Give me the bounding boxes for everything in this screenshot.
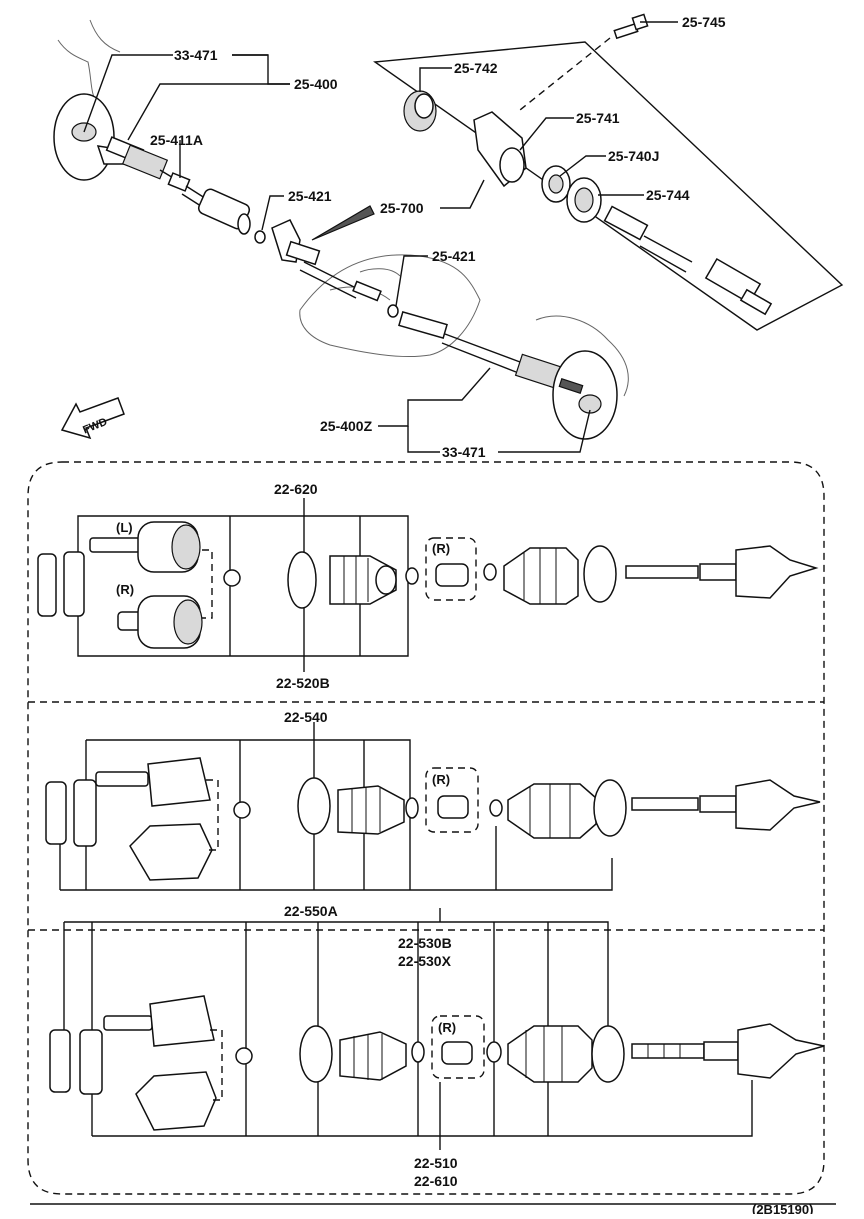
part-25740J bbox=[541, 165, 571, 203]
panel1-variant-R: (R) bbox=[116, 582, 134, 597]
bearing-bracket bbox=[271, 219, 321, 266]
grease-tube-1 bbox=[37, 553, 57, 617]
boot-3-inner bbox=[339, 1031, 407, 1081]
left-outer-boot bbox=[121, 144, 169, 180]
circlip-3 bbox=[235, 1047, 253, 1065]
label-33471-bottom: 33-471 bbox=[442, 444, 486, 460]
outer-boot-3 bbox=[507, 1025, 593, 1083]
panel-1-driveshaft-variant: 22-620 22-520B (L) (R) (R) bbox=[37, 481, 819, 691]
label-25400Z: 25-400Z bbox=[320, 418, 373, 434]
panel3-bottom-label-2: 22-610 bbox=[414, 1173, 458, 1189]
upper-exploded-view: FWD 33-471 25-400 25-411A 25-421 bbox=[53, 13, 844, 460]
outer-joint-1 bbox=[735, 545, 819, 599]
outer-joint-2 bbox=[735, 779, 821, 831]
circlip-2 bbox=[233, 801, 251, 819]
label-25742: 25-742 bbox=[454, 60, 498, 76]
label-25421-b: 25-421 bbox=[432, 248, 476, 264]
shaft-2 bbox=[631, 797, 699, 811]
panel2-bottom-label: 22-550A bbox=[284, 903, 338, 919]
damper-inset-2 bbox=[437, 795, 469, 819]
label-25744: 25-744 bbox=[646, 187, 690, 203]
left-hub-knuckle bbox=[53, 19, 129, 181]
panel3-top-label-1: 22-530B bbox=[398, 935, 452, 951]
inner-joint-3a bbox=[103, 995, 215, 1047]
label-25700: 25-700 bbox=[380, 200, 424, 216]
label-25740J: 25-740J bbox=[608, 148, 659, 164]
inner-joint-3b bbox=[135, 1071, 217, 1131]
variants-panel-border bbox=[27, 461, 825, 1195]
kit-25700-frame bbox=[373, 41, 844, 331]
bolt-25745 bbox=[613, 13, 649, 40]
panel1-inset-R: (R) bbox=[432, 541, 450, 556]
panel-2-driveshaft-variant: 22-540 22-550A (R) bbox=[45, 709, 821, 919]
outer-joint-3 bbox=[737, 1023, 825, 1079]
panel1-bottom-label: 22-520B bbox=[276, 675, 330, 691]
small-band-1 bbox=[405, 567, 419, 585]
damper-inset-1 bbox=[435, 563, 469, 587]
clip-25421-left bbox=[254, 230, 266, 244]
fwd-arrow: FWD bbox=[60, 397, 125, 440]
damper-22510 bbox=[441, 1041, 473, 1065]
inner-joint-L bbox=[89, 521, 201, 573]
kit-indicator-wedge bbox=[311, 205, 375, 241]
label-25741: 25-741 bbox=[576, 110, 620, 126]
grease-tube-5 bbox=[49, 1029, 71, 1093]
part-25742 bbox=[403, 90, 437, 132]
shaft-1 bbox=[625, 565, 699, 579]
label-25745: 25-745 bbox=[682, 14, 726, 30]
circlip-1 bbox=[223, 569, 241, 587]
outer-boot-1 bbox=[503, 547, 579, 605]
right-hub-knuckle bbox=[535, 315, 629, 440]
grease-tube-4 bbox=[73, 779, 97, 847]
panel-3-driveshaft-variant: 22-530B 22-530X 22-510 22-610 (R) bbox=[49, 908, 825, 1189]
panel1-variant-L: (L) bbox=[116, 520, 133, 535]
panel3-inset-R: (R) bbox=[438, 1020, 456, 1035]
callout-leaders bbox=[83, 21, 678, 453]
part-25744 bbox=[566, 177, 602, 223]
grease-tube-6 bbox=[79, 1029, 103, 1095]
label-25421-a: 25-421 bbox=[288, 188, 332, 204]
inner-joint-2a bbox=[95, 757, 211, 807]
boot-22550A bbox=[337, 785, 405, 835]
boot-22520B bbox=[329, 555, 397, 605]
clip-25421-right bbox=[387, 304, 399, 318]
boot-band-22540 bbox=[297, 777, 331, 835]
panel3-bottom-label-1: 22-510 bbox=[414, 1155, 458, 1171]
panel2-top-label: 22-540 bbox=[284, 709, 328, 725]
grease-tube-2 bbox=[63, 551, 85, 617]
left-driveshaft bbox=[105, 136, 251, 235]
panel1-top-label: 22-620 bbox=[274, 481, 318, 497]
label-33471-top: 33-471 bbox=[174, 47, 218, 63]
outer-boot-2 bbox=[507, 783, 597, 839]
inner-joint-R bbox=[117, 595, 203, 649]
panel2-inset-R: (R) bbox=[432, 772, 450, 787]
boot-band-22620 bbox=[287, 551, 317, 609]
label-25411A: 25-411A bbox=[150, 132, 203, 148]
label-25400: 25-400 bbox=[294, 76, 338, 92]
inner-joint-2b bbox=[129, 823, 213, 881]
panel3-top-label-2: 22-530X bbox=[398, 953, 452, 969]
footer-code: (2B15190) bbox=[752, 1202, 813, 1214]
part-25741 bbox=[473, 111, 527, 188]
grease-tube-3 bbox=[45, 781, 67, 845]
right-driveshaft bbox=[398, 311, 562, 389]
intermediate-shaft-in-kit bbox=[603, 205, 773, 316]
shaft-3 bbox=[631, 1043, 705, 1059]
